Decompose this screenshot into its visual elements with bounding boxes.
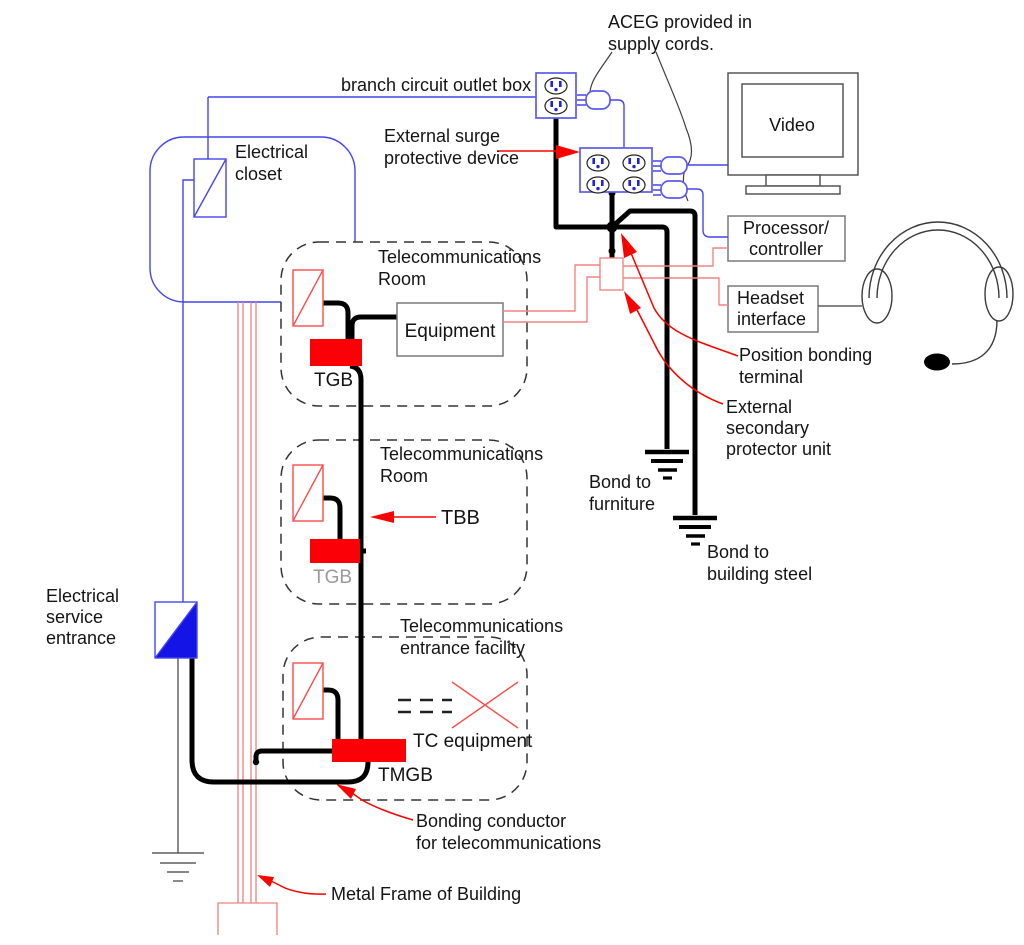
metal-frame-arrow bbox=[257, 875, 327, 895]
bonding-conductor-arrow bbox=[336, 784, 414, 821]
duplex-outlet-icon bbox=[622, 154, 646, 172]
duplex-outlet-icon bbox=[586, 176, 610, 194]
service-entrance-ground-symbol bbox=[152, 658, 204, 882]
label-room2-line2: Room bbox=[380, 466, 428, 486]
label-bond-furniture-line1: Bond to bbox=[589, 472, 651, 492]
bonding-conductor-for-telecom bbox=[189, 658, 371, 785]
label-tmgb: TMGB bbox=[378, 765, 433, 786]
building-footing bbox=[217, 902, 278, 935]
junction-dot bbox=[606, 221, 618, 233]
metal-frame-lines bbox=[217, 302, 278, 935]
label-room2-line1: Telecommunications bbox=[380, 444, 543, 464]
label-bonding-conductor-line2: for telecommunications bbox=[416, 833, 601, 853]
label-secondary-line3: protector unit bbox=[726, 439, 831, 459]
ear-cup bbox=[861, 268, 893, 324]
tbb-arrow bbox=[370, 511, 436, 523]
label-metal-frame: Metal Frame of Building bbox=[331, 884, 521, 904]
label-tgb1: TGB bbox=[314, 370, 353, 391]
label-tbb: TBB bbox=[441, 507, 480, 529]
label-equipment: Equipment bbox=[405, 321, 497, 342]
service-entrance-symbol bbox=[154, 601, 198, 659]
headset-interface-box bbox=[727, 285, 819, 333]
annotation-arrows bbox=[257, 145, 739, 895]
label-tgb2: TGB bbox=[313, 567, 352, 588]
duplex-outlet-icon bbox=[622, 176, 646, 194]
label-secondary-line2: secondary bbox=[726, 418, 809, 438]
label-service-entrance-line1: Electrical bbox=[46, 586, 119, 606]
tgb2-busbar bbox=[310, 539, 360, 563]
label-service-entrance-line2: service bbox=[46, 607, 103, 627]
label-service-entrance-line3: entrance bbox=[46, 628, 116, 648]
tgb1-busbar bbox=[310, 339, 362, 366]
surge-protector-icon bbox=[579, 147, 728, 238]
label-processor-line2: controller bbox=[749, 239, 823, 259]
label-headset-line2: interface bbox=[737, 309, 806, 329]
room3-protector-symbol bbox=[292, 662, 324, 720]
tmgb-busbar bbox=[332, 739, 406, 762]
label-headset-line1: Headset bbox=[737, 288, 804, 308]
label-facility-line1: Telecommunications bbox=[400, 616, 563, 636]
label-room1-line2: Room bbox=[378, 269, 426, 289]
conductor-to-furniture-ground bbox=[553, 118, 670, 449]
equipment-box bbox=[396, 302, 504, 357]
panelboard-symbol bbox=[193, 158, 227, 218]
signal-wiring bbox=[503, 247, 728, 323]
plug-icon bbox=[653, 180, 728, 238]
room2-protector-symbol bbox=[292, 464, 324, 522]
duplex-outlet-icon bbox=[544, 97, 568, 115]
bonding-conductors bbox=[189, 118, 698, 785]
surge-arrow bbox=[497, 145, 580, 159]
label-bond-steel-line2: building steel bbox=[707, 564, 812, 584]
label-surge-line1: External surge bbox=[384, 126, 500, 146]
duplex-outlet-icon bbox=[544, 77, 568, 95]
label-bond-furniture-line2: furniture bbox=[589, 494, 655, 514]
room1-protector-symbol bbox=[292, 269, 324, 327]
label-bond-steel-line1: Bond to bbox=[707, 542, 769, 562]
branch-outlet-box-icon bbox=[535, 72, 625, 148]
label-bonding-conductor-line1: Bonding conductor bbox=[416, 811, 566, 831]
tmgb-to-frame-bond bbox=[253, 748, 332, 760]
label-room1-line1: Telecommunications bbox=[378, 247, 541, 267]
bond-to-steel-ground-symbol bbox=[673, 515, 717, 546]
label-branch-outlet: branch circuit outlet box bbox=[341, 75, 531, 95]
conductor-to-steel-ground bbox=[610, 208, 698, 515]
microphone bbox=[924, 353, 950, 371]
tbb-riser bbox=[349, 363, 364, 739]
label-closet-line1: Electrical bbox=[235, 142, 308, 162]
room2-protector-bond bbox=[323, 495, 343, 539]
label-secondary-line1: External bbox=[726, 397, 792, 417]
label-closet-line2: closet bbox=[235, 164, 282, 184]
label-position-bonding-line2: terminal bbox=[739, 367, 803, 387]
label-tc-equipment: TC equipment bbox=[413, 731, 533, 752]
plug-icon bbox=[653, 156, 688, 175]
monitor-icon bbox=[687, 72, 859, 195]
electrical-closet-outline bbox=[149, 96, 536, 602]
label-facility-line2: entrance facility bbox=[400, 638, 525, 658]
headset-icon bbox=[818, 221, 1014, 371]
position-bonding-terminal-box bbox=[599, 257, 624, 291]
duplex-outlet-icon bbox=[586, 154, 610, 172]
ear-cup bbox=[984, 266, 1014, 322]
plug-icon bbox=[577, 90, 625, 148]
label-aceg-line1: ACEG provided in bbox=[608, 12, 752, 32]
tgb-to-equipment-bond bbox=[349, 314, 397, 339]
label-processor-line1: Processor/ bbox=[743, 218, 829, 238]
position-bonding-arrow bbox=[621, 233, 739, 357]
processor-controller-box bbox=[727, 215, 846, 262]
label-position-bonding-line1: Position bonding bbox=[739, 345, 872, 365]
secondary-protector-arrow bbox=[624, 291, 724, 405]
tc-equipment-symbol bbox=[398, 681, 519, 729]
label-video: Video bbox=[769, 115, 815, 135]
label-aceg-line2: supply cords. bbox=[608, 34, 714, 54]
room3-protector-bond bbox=[323, 687, 341, 739]
room1-protector-bond bbox=[323, 300, 351, 339]
bond-to-furniture-ground-symbol bbox=[645, 449, 689, 480]
label-surge-line2: protective device bbox=[384, 148, 519, 168]
